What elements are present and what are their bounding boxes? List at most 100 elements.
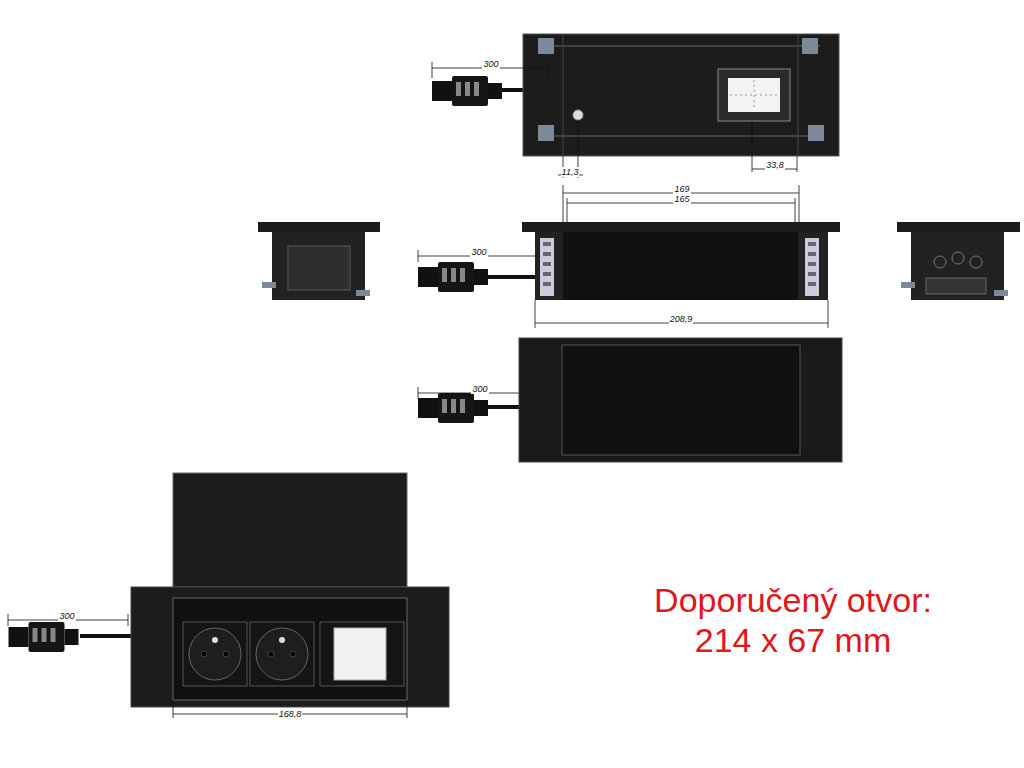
side-views-part: [356, 290, 370, 296]
open-view-part: [128, 614, 129, 626]
side-views-part: [926, 278, 986, 294]
recommended-cutout-note: Doporučený otvor: 214 x 67 mm: [628, 580, 958, 660]
top-view-part: [730, 95, 778, 96]
front-view-part: [795, 198, 796, 222]
front-view-part: [535, 300, 536, 328]
front-view-part-part: [543, 282, 551, 286]
side-views-part: [897, 222, 1020, 232]
front-view-part: [535, 232, 828, 300]
side-views-part: [934, 256, 946, 268]
open-view-part: [9, 622, 79, 652]
dimension-label: 11,3: [561, 167, 580, 177]
open-view-part: [80, 634, 131, 638]
open-view-part: [320, 622, 404, 686]
top-view-part: [523, 34, 839, 156]
dimension-label: 169: [673, 184, 690, 194]
top-view-part: [538, 125, 554, 141]
top-view-part: [718, 69, 790, 121]
top-view-part: [432, 62, 433, 78]
open-view-part: [189, 628, 241, 680]
front-view-part: [522, 222, 840, 232]
closed-view-part: [488, 405, 519, 409]
dimension-label: 300: [471, 384, 488, 394]
side-views-part: [272, 232, 365, 300]
top-view-part: [545, 136, 820, 137]
top-view-part: [563, 34, 564, 156]
front-view-part-part: [543, 242, 551, 246]
side-views-part: [994, 290, 1008, 296]
open-view-part: [250, 622, 314, 686]
top-view-part: [752, 121, 753, 172]
open-view-part: [201, 651, 207, 657]
dimension-label: 33,8: [765, 160, 785, 170]
open-view: [8, 473, 449, 718]
dimension-label: 300: [470, 247, 487, 257]
open-view-part: [131, 587, 449, 707]
front-view-part-part: [808, 262, 816, 266]
top-view-part: [808, 125, 824, 141]
top-view-part: [573, 110, 583, 120]
front-view-part: [567, 198, 568, 222]
closed-view-part: [418, 387, 419, 399]
dimension-label: 168,8: [278, 709, 303, 719]
dimension-label: 300: [482, 59, 499, 69]
closed-view-part: [418, 393, 519, 394]
top-view-part: [538, 38, 554, 54]
top-view-part: [802, 38, 818, 54]
open-view-part: [212, 637, 218, 643]
closed-view: [418, 338, 842, 462]
top-view-part: [545, 46, 820, 47]
front-view-part: [543, 242, 816, 286]
front-view-part: [563, 232, 798, 300]
closed-view-part: [562, 345, 800, 455]
dimension-label: 300: [58, 611, 75, 621]
closed-view-part: [418, 393, 488, 423]
side-views-part: [970, 256, 982, 268]
front-view-part: [418, 250, 419, 262]
side-views: [258, 222, 1020, 300]
front-view-part-part: [543, 252, 551, 256]
top-view-part: [728, 78, 780, 112]
front-view-part: [418, 262, 488, 292]
open-view-part: [268, 651, 274, 657]
top-view-part: [797, 156, 798, 172]
front-view-part-part: [543, 262, 551, 266]
front-view-part: [540, 238, 554, 296]
dimension-label: 165: [673, 194, 690, 204]
front-view-part: [799, 185, 800, 222]
front-view-part-part: [808, 252, 816, 256]
dimension-label: 208,9: [669, 314, 694, 324]
front-view-part-part: [808, 272, 816, 276]
open-view-part: [173, 473, 407, 587]
top-view: [432, 34, 839, 178]
front-view-part: [563, 185, 564, 222]
front-view-part: [805, 238, 819, 296]
top-view-part: [432, 76, 502, 106]
open-view-part: [279, 637, 285, 643]
front-view-part-part: [543, 272, 551, 276]
front-view-part: [488, 275, 540, 279]
open-view-part: [256, 628, 308, 680]
front-view: [418, 185, 840, 328]
side-views-part: [911, 232, 1004, 300]
open-view-part: [173, 700, 174, 718]
front-view-part-part: [808, 242, 816, 246]
front-view-part-part: [808, 282, 816, 286]
closed-view-part: [519, 338, 842, 462]
front-view-part: [828, 300, 829, 328]
top-view-part: [798, 34, 799, 156]
open-view-part: [407, 700, 408, 718]
side-views-part: [262, 282, 276, 288]
side-views-part: [952, 252, 964, 264]
side-views-part: [258, 222, 380, 232]
open-view-part: [223, 651, 229, 657]
open-view-part: [183, 622, 247, 686]
open-view-part: [8, 614, 9, 626]
open-view-part: [290, 651, 296, 657]
side-views-part: [288, 246, 350, 290]
top-view-part: [548, 62, 549, 78]
open-view-part: [334, 628, 386, 680]
side-views-part: [901, 282, 915, 288]
open-view-part: [173, 598, 407, 700]
